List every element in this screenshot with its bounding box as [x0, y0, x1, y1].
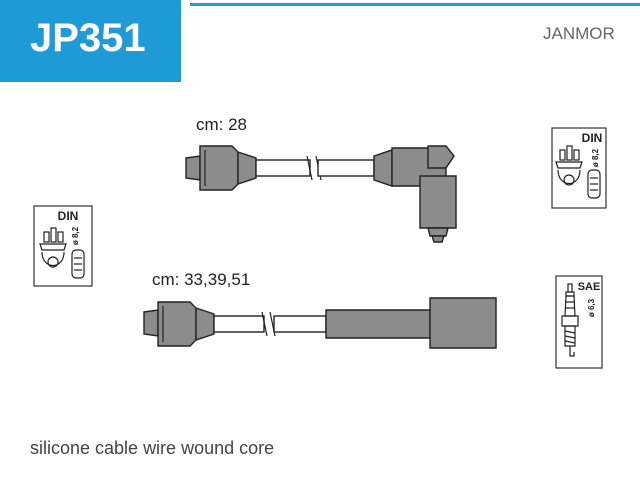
- cable-1-angled-boot: [373, 145, 457, 243]
- brand-name: JANMOR: [543, 24, 615, 43]
- spark-plug-icon: [561, 283, 579, 357]
- cable-2-length-label: cm: 33,39,51: [152, 270, 251, 289]
- distributor-badge-right: DIN ø 8,2: [551, 127, 607, 209]
- part-number: JP351: [30, 16, 146, 60]
- distributor-right-standard: DIN: [582, 131, 603, 145]
- distributor-cap-icon: [39, 227, 85, 279]
- distributor-right-diameter: ø 8,2: [591, 148, 600, 167]
- distributor-left-standard: DIN: [58, 209, 79, 223]
- cable-2-wire-segment-a: [213, 315, 265, 333]
- header-banner: JP351: [0, 0, 181, 82]
- cable-description: silicone cable wire wound core: [30, 438, 275, 458]
- cable-2-left-boot: [143, 301, 215, 347]
- cable-2-wire-segment-b: [273, 315, 327, 333]
- cable-1-wire-segment-a: [255, 159, 311, 177]
- distributor-left-diameter: ø 8,2: [71, 226, 80, 245]
- cable-1-length-label: cm: 28: [196, 115, 248, 134]
- cable-2: [143, 297, 497, 349]
- distributor-cap-icon: [555, 145, 601, 199]
- cable-2-break-mark-a: [261, 311, 268, 337]
- spark-plug-badge: SAE ø 6,3: [555, 275, 603, 369]
- cable-1-wire-segment-b: [317, 159, 375, 177]
- cable-1-break-mark-a: [306, 155, 313, 181]
- cable-2-straight-boot: [325, 297, 497, 349]
- header-rule: [190, 3, 640, 6]
- distributor-badge-left: DIN ø 8,2: [33, 205, 93, 287]
- cable-1-left-boot: [185, 145, 257, 191]
- spark-plug-diameter: ø 6,3: [587, 298, 596, 317]
- cable-1: [185, 145, 457, 243]
- spark-plug-standard: SAE: [578, 281, 601, 293]
